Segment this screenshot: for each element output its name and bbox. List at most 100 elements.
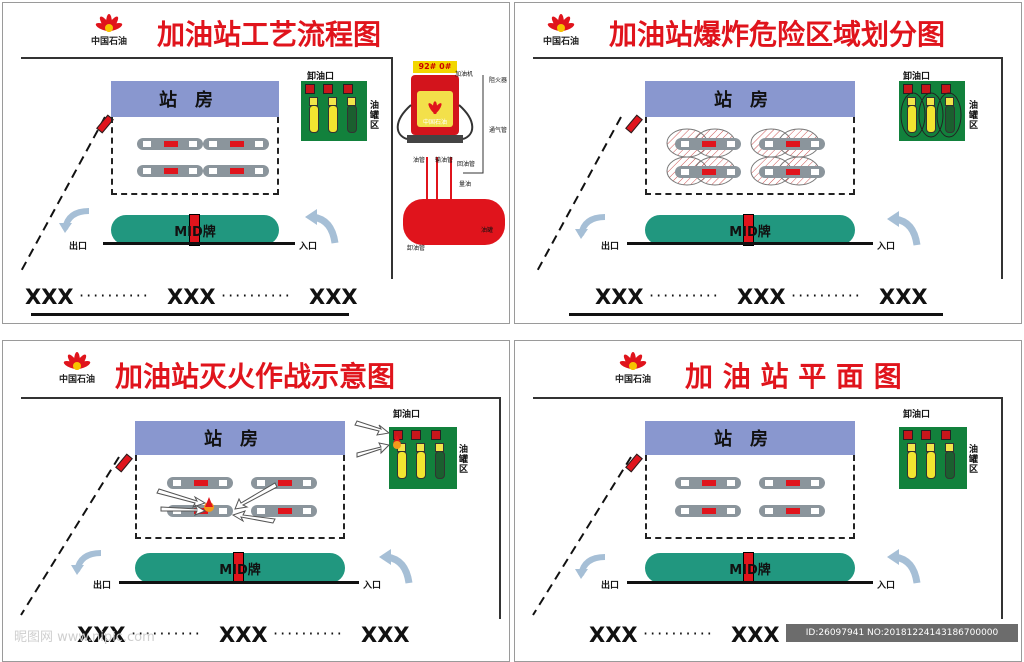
dispenser-brand: 中国石油 bbox=[422, 119, 447, 126]
brand-name: 中国石油 bbox=[542, 37, 579, 47]
road-dots: ·········· bbox=[791, 286, 862, 305]
brand: 中国石油 bbox=[79, 11, 139, 47]
brand: 中国石油 bbox=[47, 349, 107, 385]
fuel-island bbox=[759, 166, 825, 178]
tank-area-label: 油罐区 bbox=[969, 101, 979, 131]
exit-label: 出口 bbox=[601, 242, 620, 252]
brand-name: 中国石油 bbox=[58, 375, 95, 385]
underground-tank bbox=[403, 199, 505, 245]
entry-label: 入口 bbox=[363, 581, 382, 591]
panel-title: 加油站灭火作战示意图 bbox=[115, 360, 396, 393]
entry-label: 入口 bbox=[877, 242, 896, 252]
station-building: 站房 bbox=[645, 421, 855, 455]
brand-name: 中国石油 bbox=[614, 375, 651, 385]
road-line bbox=[627, 581, 873, 584]
entry-label: 入口 bbox=[299, 242, 318, 252]
entrance-dashed-boundary bbox=[18, 116, 106, 276]
meter-label: 量油 bbox=[459, 181, 472, 188]
exit-label: 出口 bbox=[69, 242, 88, 252]
panel-title: 加油站工艺流程图 bbox=[157, 18, 382, 51]
fire-arrester-label: 阻火器 bbox=[489, 77, 508, 84]
road-name-middle: XXX bbox=[167, 285, 216, 309]
exit-arrow-icon bbox=[59, 208, 90, 233]
site-boundary bbox=[21, 397, 501, 619]
road-line bbox=[103, 242, 295, 245]
mid-sign-label: MID牌 bbox=[729, 562, 771, 578]
mid-sign: MID牌 bbox=[645, 552, 855, 584]
fuel-island bbox=[675, 138, 741, 150]
road-name-right: XXX bbox=[309, 285, 358, 309]
fuel-island bbox=[675, 166, 741, 178]
panel-process-flow: 中国石油 加油站工艺流程图 站房 MID牌 出口 入口 卸油口 油罐区 92# … bbox=[2, 2, 510, 324]
pipelines bbox=[426, 75, 484, 203]
road-name-middle: XXX bbox=[219, 623, 268, 647]
tank-area-label: 油罐区 bbox=[969, 445, 979, 475]
canopy-area bbox=[135, 455, 345, 539]
dispenser-hose bbox=[396, 104, 474, 140]
mid-sign-label: MID牌 bbox=[729, 224, 771, 240]
entry-label: 入口 bbox=[877, 581, 896, 591]
mid-sign-label: MID牌 bbox=[174, 224, 216, 240]
canopy-area bbox=[111, 117, 279, 195]
panel-firefighting: 中国石油 加油站灭火作战示意图 站房 MID牌 出口 入口 卸油口 油罐区 XX… bbox=[2, 340, 510, 662]
entrance-dashed-boundary bbox=[20, 456, 120, 616]
exit-arrow-icon bbox=[71, 550, 102, 575]
site-boundary bbox=[21, 57, 393, 279]
fuel-island bbox=[675, 477, 741, 489]
street-line bbox=[31, 313, 349, 316]
tank-label: 油罐 bbox=[481, 227, 494, 234]
fuel-island bbox=[203, 138, 269, 150]
road-name-middle: XXX bbox=[731, 623, 780, 647]
exit-arrow-icon bbox=[575, 554, 606, 579]
mid-sign: MID牌 bbox=[135, 552, 345, 584]
tank-area bbox=[899, 81, 965, 141]
site-boundary bbox=[533, 397, 1003, 619]
dispenser-display: 92# 0# bbox=[413, 61, 457, 73]
brand: 中国石油 bbox=[531, 11, 591, 47]
return-pipe-label: 回油管 bbox=[457, 161, 476, 168]
road-name-right: XXX bbox=[879, 285, 928, 309]
exit-arrow-icon bbox=[575, 214, 606, 239]
exit-label: 出口 bbox=[93, 581, 112, 591]
petrochina-logo-icon bbox=[63, 352, 91, 370]
entrance-dashed-boundary bbox=[534, 116, 622, 276]
petrochina-logo-icon bbox=[95, 14, 123, 32]
canopy-area bbox=[645, 455, 855, 539]
tank-area bbox=[899, 427, 967, 489]
panel-explosion-zone: 中国石油 加油站爆炸危险区域划分图 站房 MID牌 出口 入口 卸油口 油罐区 … bbox=[514, 2, 1022, 324]
dispenser-logo-icon bbox=[428, 101, 442, 115]
unload-port-label: 卸油口 bbox=[393, 410, 421, 420]
canopy-area bbox=[645, 117, 855, 195]
mid-sign: MID牌 bbox=[111, 214, 279, 246]
street-line bbox=[569, 313, 943, 316]
brand: 中国石油 bbox=[603, 349, 663, 385]
unload-port-label: 卸油口 bbox=[903, 410, 931, 420]
entry-arrow-icon bbox=[305, 209, 339, 244]
road-name-right: XXX bbox=[361, 623, 410, 647]
fuel-island bbox=[167, 477, 233, 489]
road-dots: ·········· bbox=[79, 286, 150, 305]
road-dots: ·········· bbox=[131, 624, 202, 643]
tank-area bbox=[389, 427, 457, 489]
fuel-island bbox=[251, 505, 317, 517]
unload-port-label: 卸油口 bbox=[903, 72, 931, 82]
site-boundary bbox=[533, 57, 1003, 279]
panel-title: 加 油 站 平 面 图 bbox=[685, 360, 902, 393]
oil-pipe-label: 油管 bbox=[413, 157, 426, 164]
tank-fire-attack-arrows bbox=[354, 420, 401, 458]
tank-area-label: 油罐区 bbox=[370, 101, 380, 131]
vent-pipe-label: 通气管 bbox=[489, 127, 508, 134]
fuel-island bbox=[759, 505, 825, 517]
station-building: 站房 bbox=[111, 81, 279, 117]
road-dots: ·········· bbox=[273, 624, 344, 643]
site-watermark: 昵图网 www.nipic.com bbox=[14, 630, 155, 645]
fuel-island bbox=[759, 138, 825, 150]
brand-name: 中国石油 bbox=[90, 37, 127, 47]
entry-arrow-icon bbox=[379, 549, 413, 584]
fuel-island bbox=[137, 138, 203, 150]
road-name-left: XXX bbox=[25, 285, 74, 309]
station-building: 站房 bbox=[645, 81, 855, 117]
tank-area-label: 油罐区 bbox=[459, 445, 469, 475]
exit-label: 出口 bbox=[601, 581, 620, 591]
panel-title: 加油站爆炸危险区域划分图 bbox=[609, 18, 946, 51]
